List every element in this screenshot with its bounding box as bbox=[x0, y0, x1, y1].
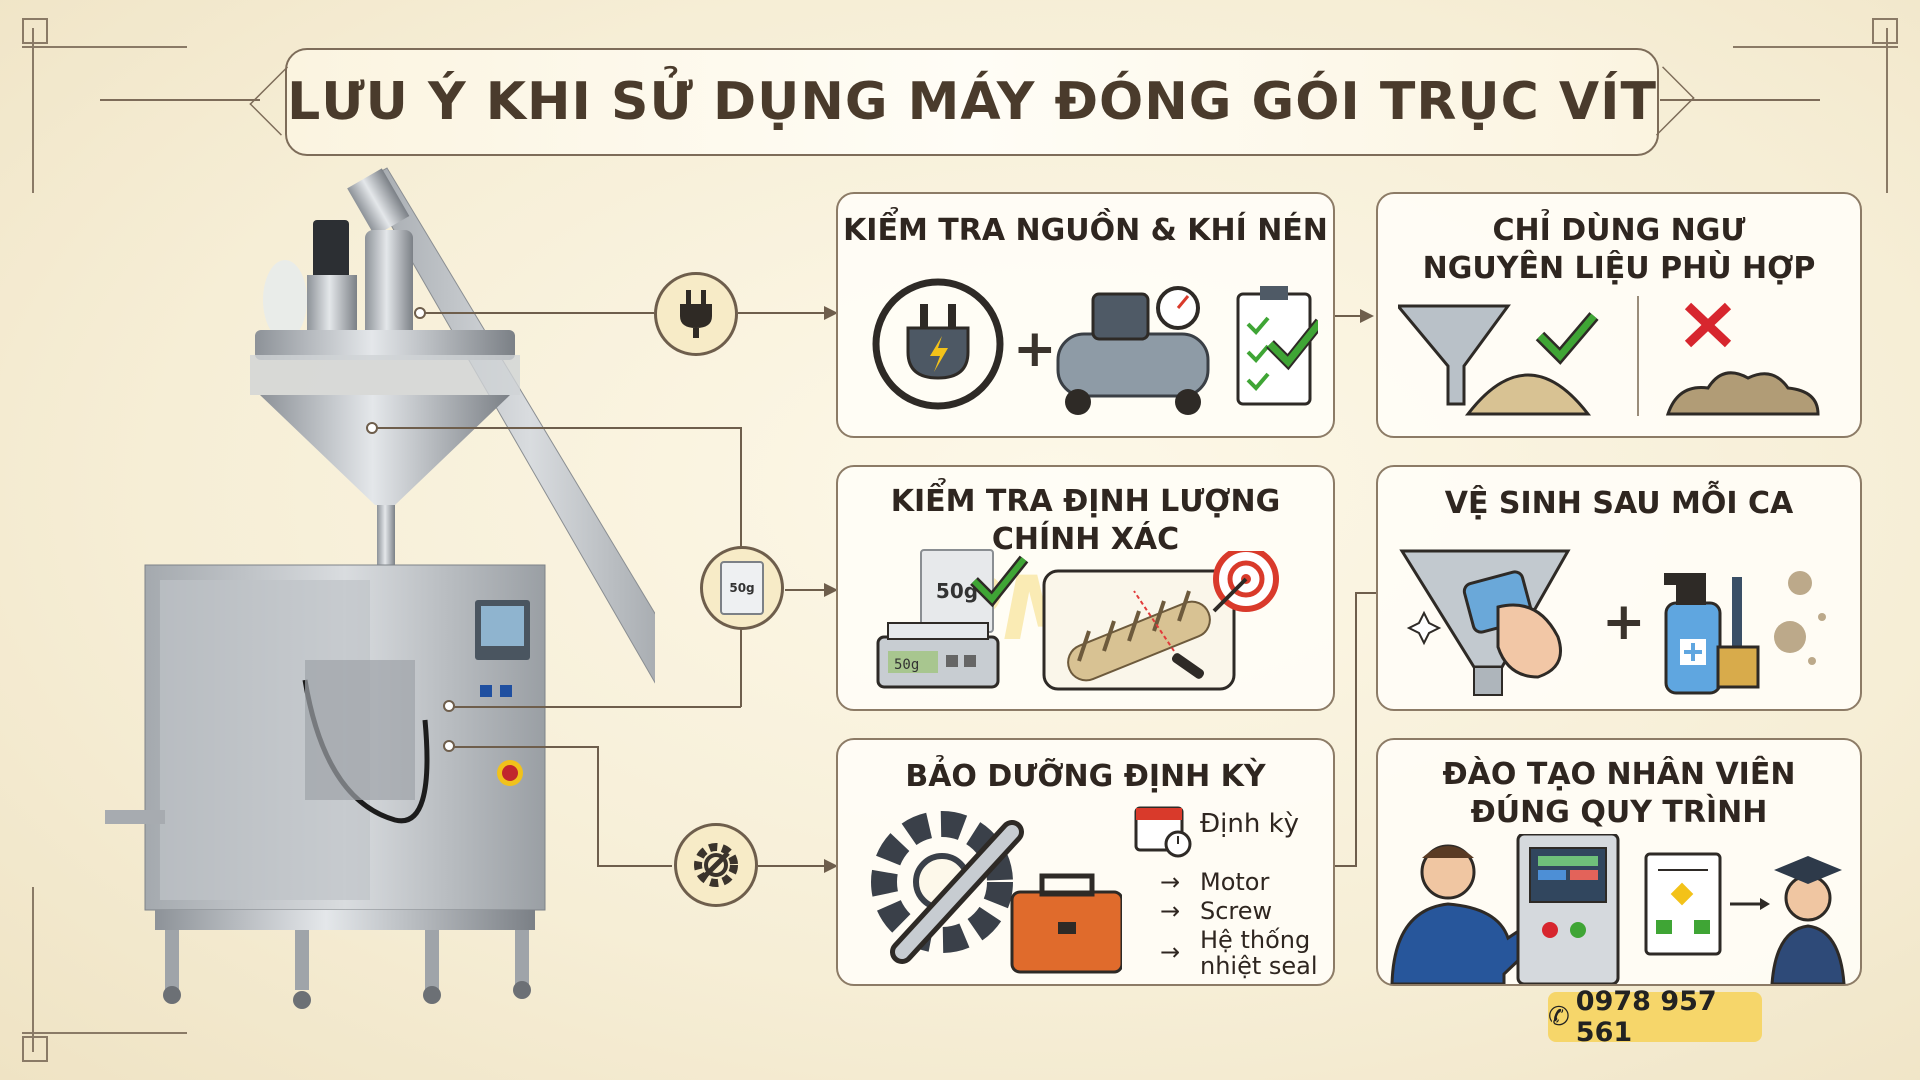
lumpy-material-icon bbox=[1665, 371, 1820, 416]
svg-text:+: + bbox=[1602, 592, 1646, 652]
training-illustration bbox=[1390, 834, 1846, 984]
title-rule-right bbox=[1660, 99, 1820, 101]
target-icon bbox=[1212, 551, 1279, 613]
screw-packing-machine-image bbox=[105, 167, 655, 1009]
connector-maint-to-card bbox=[758, 865, 828, 867]
connector-maint-to-cleaning-h bbox=[1335, 865, 1357, 867]
connector-power-line bbox=[424, 312, 654, 314]
material-illustration bbox=[1398, 296, 1820, 416]
connector-dosing-arrow bbox=[824, 583, 838, 597]
cleaning-illustration: + bbox=[1399, 549, 1826, 696]
connector-maint-h2 bbox=[597, 865, 672, 867]
laser-pointer-icon bbox=[1133, 590, 1205, 679]
connector-maint-v bbox=[597, 746, 599, 866]
arrow-icon: → bbox=[1160, 897, 1181, 925]
badge-dosing-bag: 50g bbox=[700, 546, 784, 630]
corner-ornament-top-left bbox=[22, 18, 187, 193]
card-maintenance-title: BẢO DƯỠNG ĐỊNH KỲ bbox=[905, 759, 1266, 794]
dust-cloud-icon bbox=[1774, 571, 1826, 665]
gear-wrench-icon bbox=[694, 843, 738, 887]
spray-bottle-icon bbox=[1664, 573, 1722, 695]
maintenance-illustration bbox=[871, 811, 1122, 974]
card-dosing-title-line1: KIỂM TRA ĐỊNH LƯỢNG bbox=[890, 484, 1281, 519]
bag-label: 50g bbox=[729, 581, 755, 595]
connector-maint-h1 bbox=[453, 746, 598, 748]
connector-power-to-material bbox=[1335, 315, 1363, 317]
contact-phone-badge[interactable]: ✆ 0978 957 561 bbox=[1548, 986, 1762, 1048]
card-training-title-line1: ĐÀO TẠO NHÂN VIÊN bbox=[1442, 757, 1796, 792]
card-suitable-material: CHỈ DÙNG NGƯ NGUYÊN LIỆU PHÙ HỢP bbox=[1376, 192, 1862, 438]
connector-power-arrow bbox=[824, 306, 838, 320]
card-staff-training: ĐÀO TẠO NHÂN VIÊN ĐÚNG QUY TRÌNH bbox=[1376, 738, 1862, 986]
toolbox-icon bbox=[1010, 873, 1122, 974]
checkmark-icon bbox=[1535, 312, 1599, 365]
connector-maint-to-cleaning-v bbox=[1355, 592, 1357, 867]
card-power-air: KIỂM TRA NGUỒN & KHÍ NÉN + bbox=[836, 192, 1335, 438]
card-material-title-line1: CHỈ DÙNG NGƯ bbox=[1492, 213, 1746, 248]
funnel-icon bbox=[1398, 304, 1511, 406]
badge-power-plug bbox=[654, 272, 738, 356]
auger-screw-icon bbox=[1042, 569, 1236, 691]
sample-bag-label: 50g bbox=[935, 579, 979, 603]
control-panel-icon bbox=[1516, 834, 1620, 984]
card-cleaning-title: VỆ SINH SAU MỖI CA bbox=[1444, 486, 1794, 521]
checkmark-icon bbox=[970, 555, 1029, 608]
card-cleaning: VỆ SINH SAU MỖI CA + bbox=[1376, 465, 1862, 711]
corner-ornament-top-right bbox=[1733, 18, 1898, 193]
dosing-illustration: 50g bbox=[876, 551, 1279, 691]
card-maintenance: BẢO DƯỠNG ĐỊNH KỲ Định kỳ → Motor → Scre… bbox=[836, 738, 1335, 986]
arrow-icon: → bbox=[1160, 868, 1181, 896]
worker-icon bbox=[1390, 844, 1548, 984]
wiping-hand-icon bbox=[1462, 570, 1562, 679]
graduate-icon bbox=[1770, 856, 1846, 984]
arrow-icon bbox=[1730, 898, 1770, 910]
electric-plug-icon bbox=[872, 278, 1004, 410]
connector-dosing-to-card bbox=[785, 589, 827, 591]
maintenance-schedule-label: Định kỳ bbox=[1200, 809, 1300, 839]
card-training-title-line2: ĐÚNG QUY TRÌNH bbox=[1470, 795, 1768, 830]
connector-cabinet-h bbox=[453, 706, 741, 708]
wrench-icon bbox=[890, 820, 1024, 964]
connector-power-to-card bbox=[738, 312, 828, 314]
procedure-document-icon bbox=[1644, 852, 1722, 956]
cross-icon bbox=[1684, 302, 1732, 348]
connector-power-to-material-arrow bbox=[1360, 309, 1374, 323]
title-banner: LƯU Ý KHI SỬ DỤNG MÁY ĐÓNG GÓI TRỤC VÍT bbox=[285, 48, 1659, 156]
air-compressor-icon bbox=[1056, 286, 1210, 415]
scale-icon bbox=[876, 622, 1000, 689]
scale-readout: 50g bbox=[894, 657, 919, 673]
connector-maint-arrow bbox=[824, 859, 838, 873]
maintenance-item-screw: Screw bbox=[1200, 897, 1273, 925]
page-title: LƯU Ý KHI SỬ DỤNG MÁY ĐÓNG GÓI TRỤC VÍT bbox=[287, 72, 1657, 132]
bag-icon: 50g bbox=[720, 561, 764, 615]
corner-ornament-bottom-left bbox=[22, 887, 187, 1062]
maintenance-item-seal-line2: nhiệt seal bbox=[1200, 952, 1318, 980]
card-dosing-title-line2: CHÍNH XÁC bbox=[991, 522, 1180, 557]
card-power-air-title: KIỂM TRA NGUỒN & KHÍ NÉN bbox=[843, 213, 1328, 248]
maintenance-item-seal-line1: Hệ thống bbox=[1200, 926, 1311, 954]
brush-icon bbox=[1716, 577, 1760, 689]
card-dosing-check: KIỂM TRA ĐỊNH LƯỢNG CHÍNH XÁC PMS 50g 50… bbox=[836, 465, 1335, 711]
badge-maintenance-gear bbox=[674, 823, 758, 907]
phone-icon: ✆ bbox=[1548, 1002, 1570, 1032]
svg-text:+: + bbox=[1013, 319, 1057, 379]
card-material-title-line2: NGUYÊN LIỆU PHÙ HỢP bbox=[1422, 251, 1816, 286]
sparkle-icon bbox=[1406, 610, 1442, 646]
calendar-clock-icon bbox=[1134, 806, 1192, 858]
title-rule-left bbox=[100, 99, 260, 101]
plug-icon bbox=[680, 290, 712, 338]
powder-pile-icon bbox=[1464, 373, 1592, 416]
phone-number: 0978 957 561 bbox=[1575, 986, 1717, 1048]
connector-maint-to-cleaning-h2 bbox=[1355, 592, 1377, 594]
power-air-illustration: + bbox=[872, 278, 1318, 415]
checklist-icon bbox=[1236, 286, 1318, 406]
arrow-icon: → bbox=[1160, 938, 1181, 966]
connector-hopper-h bbox=[376, 427, 741, 429]
maintenance-item-motor: Motor bbox=[1200, 868, 1270, 896]
